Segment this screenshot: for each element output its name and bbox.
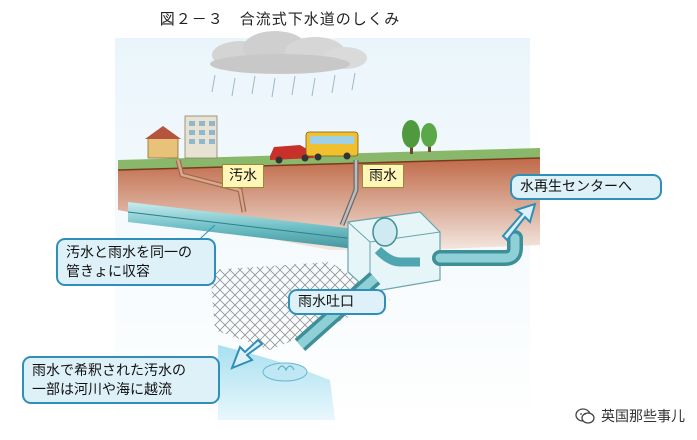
pipe-to-treatment-center [432,230,523,266]
water-splash-icon [262,362,308,382]
watermark: 英国那些事儿 [575,406,685,426]
combined-pipe-callout: 汚水と雨水を同一の 管きょに収容 [56,238,216,286]
watermark-text: 英国那些事儿 [601,409,685,425]
bus-icon [305,131,359,161]
overflow-chamber [347,211,441,293]
rainwater-tag: 雨水 [362,164,404,188]
arrow-to-treatment-center-icon [501,202,537,242]
arrow-to-river-icon [230,338,264,370]
main-sewer-pipe [127,202,381,252]
to-center-callout: 水再生センターへ [510,174,662,200]
sewage-lateral-pipe [175,159,247,213]
combined-pipe-callout-line2: 管きょに収容 [66,264,150,280]
river-water [218,345,335,420]
rain-cloud-icon [210,31,367,98]
combined-pipe-callout-line1: 汚水と雨水を同一の [66,245,192,261]
overflow-callout-line2: 一部は河川や海に越流 [32,382,172,398]
wechat-icon [575,408,595,424]
rainwater-lateral-pipe [339,160,359,226]
overflow-callout-line1: 雨水で希釈された汚水の [32,363,186,379]
trees-icon [402,120,437,154]
car-icon [270,145,314,164]
outlet-callout: 雨水吐口 [288,289,386,315]
overflow-callout: 雨水で希釈された汚水の 一部は河川や海に越流 [22,356,220,404]
sewage-tag: 汚水 [222,164,264,188]
houses-icon [145,115,218,159]
figure-title: 図２－３ 合流式下水道のしくみ [159,10,401,28]
